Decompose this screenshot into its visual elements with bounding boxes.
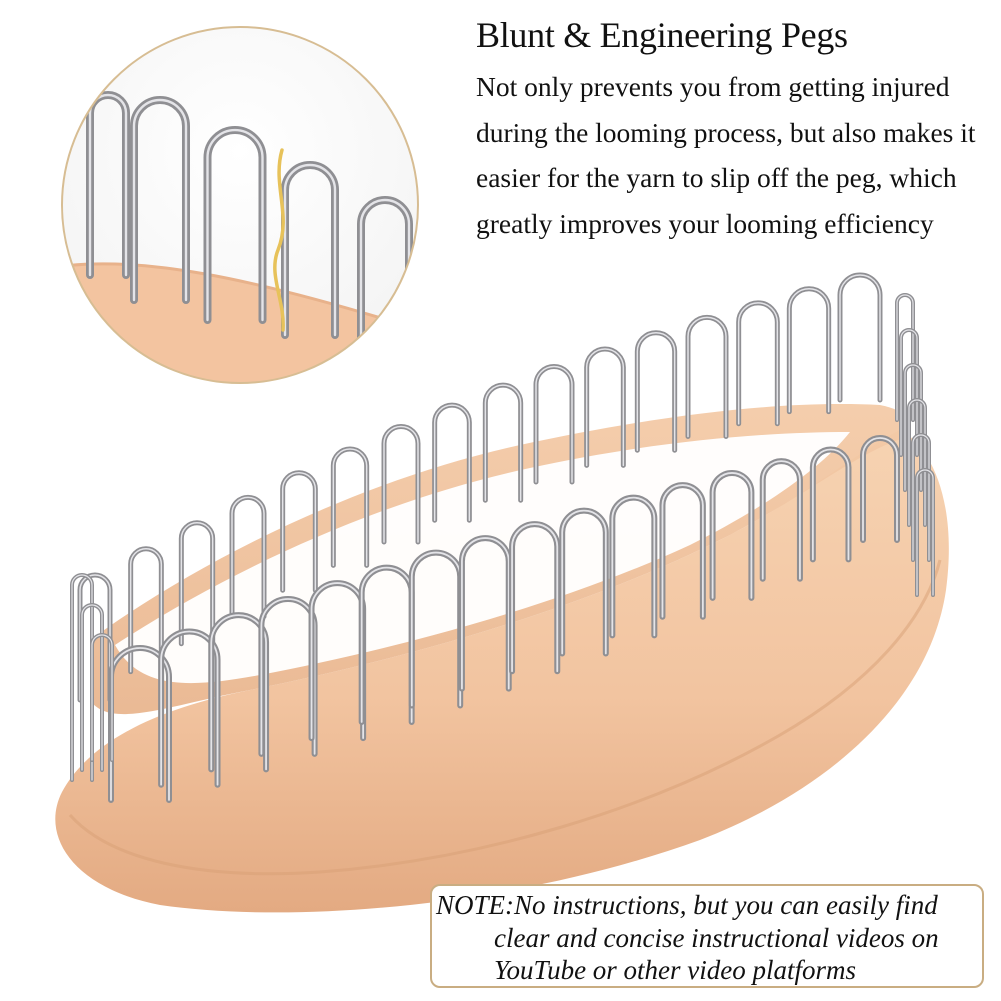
metal-peg — [330, 446, 370, 568]
metal-peg — [584, 346, 626, 468]
metal-peg — [809, 446, 852, 563]
metal-peg — [80, 603, 104, 772]
note-line: NOTE:No instructions, but you can easily… — [436, 890, 938, 920]
metal-peg — [911, 433, 931, 562]
description-line: Not only prevents you from getting injur… — [476, 71, 950, 102]
metal-peg — [736, 300, 780, 427]
metal-peg — [609, 494, 658, 639]
metal-peg — [860, 435, 900, 543]
metal-peg — [128, 546, 164, 675]
note-line: clear and concise instructional videos o… — [494, 922, 939, 953]
metal-peg — [837, 272, 883, 403]
metal-peg — [70, 573, 94, 782]
metal-peg — [77, 572, 113, 703]
metal-peg — [229, 494, 267, 619]
inset-circle-border — [61, 26, 419, 384]
feature-heading: Blunt & Engineering Pegs — [476, 15, 848, 55]
loom-base — [55, 404, 949, 913]
back-peg-row — [77, 272, 935, 703]
metal-peg — [432, 402, 472, 523]
metal-peg — [281, 161, 339, 339]
metal-peg — [903, 363, 923, 492]
note-line: YouTube or other video platforms — [494, 955, 857, 985]
metal-peg — [509, 521, 561, 675]
metal-peg — [482, 382, 524, 503]
metal-peg — [533, 363, 575, 485]
yarn-strand — [273, 148, 285, 332]
metal-peg — [634, 330, 678, 453]
metal-peg — [158, 628, 221, 788]
metal-peg — [907, 398, 927, 527]
metal-peg — [659, 482, 706, 620]
description-line: greatly improves your looming efficiency — [476, 207, 934, 239]
note-box: NOTE:No instructions, but you can easily… — [430, 884, 984, 988]
metal-peg — [203, 126, 267, 324]
metal-peg — [685, 314, 729, 439]
metal-peg — [559, 507, 609, 657]
metal-peg — [709, 470, 755, 601]
metal-peg — [895, 293, 915, 422]
metal-peg — [130, 96, 190, 304]
magnified-peg-inset — [61, 26, 419, 384]
metal-peg — [458, 535, 512, 692]
metal-peg — [915, 468, 935, 597]
metal-peg — [759, 458, 803, 582]
description-line: easier for the yarn to slip off the peg,… — [476, 162, 957, 193]
feature-description: Not only prevents you from getting injur… — [476, 64, 996, 246]
metal-peg — [90, 633, 114, 762]
metal-peg — [208, 612, 270, 773]
front-peg-row — [70, 435, 900, 803]
metal-peg — [178, 520, 216, 647]
metal-peg — [357, 196, 413, 349]
metal-peg — [786, 286, 832, 415]
metal-peg — [280, 470, 318, 593]
metal-peg — [899, 328, 919, 457]
metal-peg — [381, 423, 421, 545]
description-line: during the looming process, but also mak… — [476, 116, 976, 148]
